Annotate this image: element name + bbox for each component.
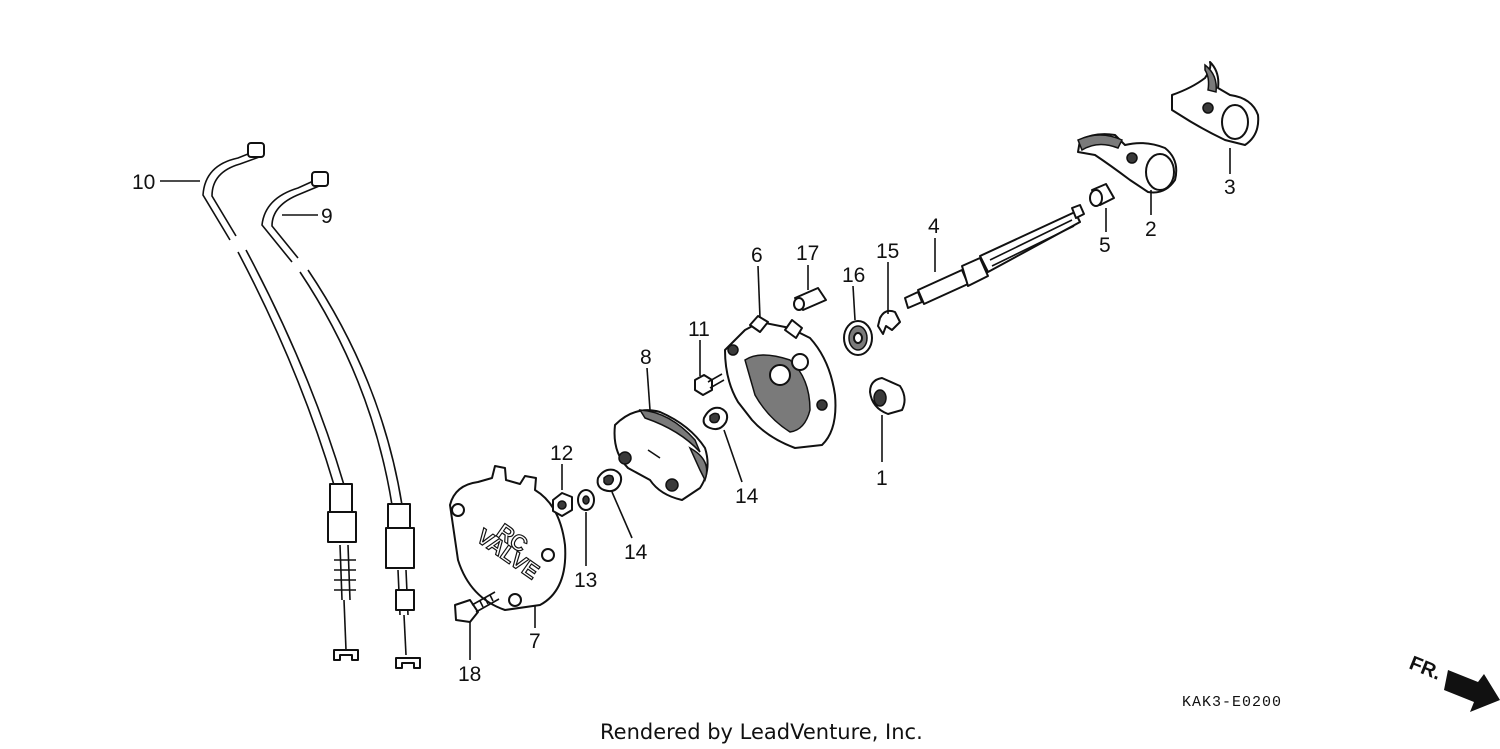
callout-11: 11 bbox=[688, 318, 710, 341]
seal-14-upper[interactable] bbox=[702, 406, 729, 431]
callout-15: 15 bbox=[876, 240, 899, 263]
collar-1[interactable] bbox=[869, 377, 906, 415]
callout-9: 9 bbox=[321, 205, 333, 228]
arm-3[interactable] bbox=[1171, 61, 1260, 146]
housing-6[interactable] bbox=[724, 315, 837, 449]
callout-2: 2 bbox=[1145, 218, 1157, 241]
bolt-18[interactable] bbox=[454, 591, 500, 623]
washer-13[interactable] bbox=[577, 489, 595, 511]
part-8[interactable] bbox=[613, 409, 709, 501]
callout-14-lower: 14 bbox=[624, 541, 648, 564]
arm-2[interactable] bbox=[1077, 133, 1178, 194]
nut-12[interactable] bbox=[552, 492, 573, 517]
callout-16: 16 bbox=[842, 264, 865, 287]
collar-5[interactable] bbox=[1089, 183, 1115, 207]
callout-3: 3 bbox=[1224, 176, 1236, 199]
callout-5: 5 bbox=[1099, 234, 1111, 257]
rc-valve-cover-7[interactable]: RC VALVE bbox=[449, 465, 567, 611]
clip-15[interactable] bbox=[877, 309, 901, 335]
callout-8: 8 bbox=[640, 346, 652, 369]
leader-lines bbox=[160, 148, 1231, 660]
cable-10[interactable] bbox=[202, 142, 359, 661]
callout-10: 10 bbox=[132, 171, 155, 194]
seal-14-lower[interactable] bbox=[596, 468, 623, 493]
callout-14-upper: 14 bbox=[735, 485, 759, 508]
callout-1: 1 bbox=[876, 467, 888, 490]
shaft-4[interactable] bbox=[904, 204, 1085, 309]
render-credit: Rendered by LeadVenture, Inc. bbox=[600, 720, 923, 744]
front-label: FR. bbox=[1406, 652, 1444, 684]
callout-18: 18 bbox=[458, 663, 481, 686]
callout-12: 12 bbox=[550, 442, 573, 465]
front-direction-arrow: FR. bbox=[1406, 652, 1500, 712]
pin-17[interactable] bbox=[793, 287, 827, 311]
bearing-16[interactable] bbox=[843, 320, 873, 356]
callout-7: 7 bbox=[529, 630, 541, 653]
bolt-11[interactable] bbox=[694, 373, 725, 396]
callout-13: 13 bbox=[574, 569, 597, 592]
cable-9[interactable] bbox=[261, 171, 421, 669]
callout-17: 17 bbox=[796, 242, 819, 265]
diagram-code: KAK3-E0200 bbox=[1182, 694, 1282, 711]
callout-6: 6 bbox=[751, 244, 763, 267]
callout-4: 4 bbox=[928, 215, 940, 238]
